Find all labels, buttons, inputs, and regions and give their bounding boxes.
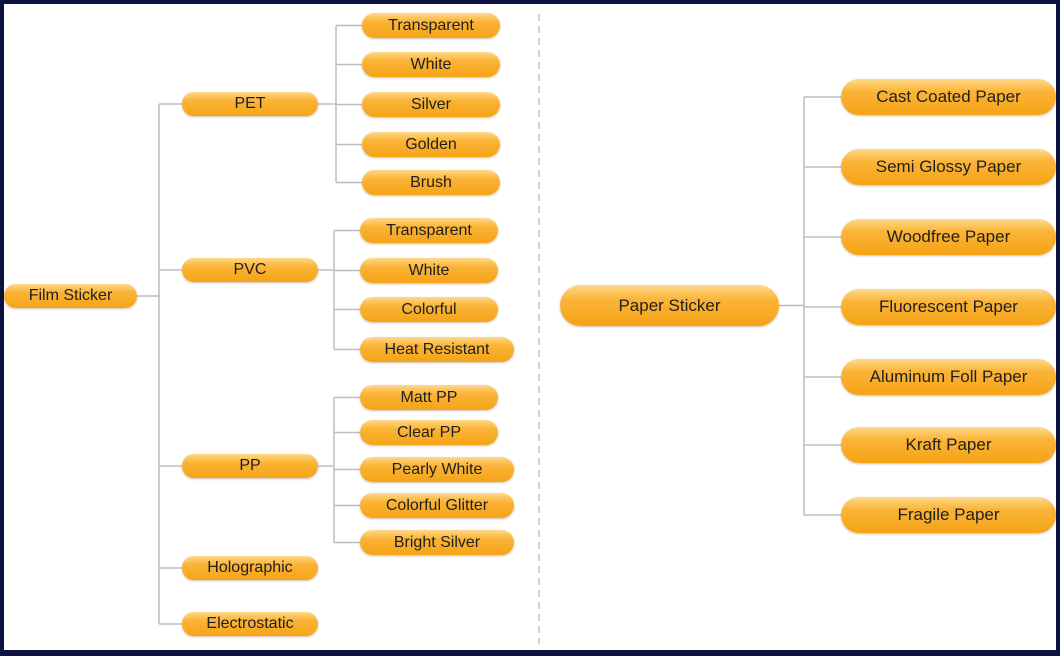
kraft-paper-node: Kraft Paper [841,427,1056,463]
electrostatic-node: Electrostatic [182,612,318,636]
pp-colorful-glitter-node: Colorful Glitter [360,493,514,518]
pp-node: PP [182,454,318,478]
woodfree-paper-node: Woodfree Paper [841,219,1056,255]
pvc-colorful-node: Colorful [360,297,498,322]
cast-coated-paper-node: Cast Coated Paper [841,79,1056,115]
pvc-transparent-node: Transparent [360,218,498,243]
pet-brush-node: Brush [362,170,500,195]
pvc-heat-resistant-node: Heat Resistant [360,337,514,362]
pp-bright-silver-node: Bright Silver [360,530,514,555]
fluorescent-paper-node: Fluorescent Paper [841,289,1056,325]
pet-transparent-node: Transparent [362,13,500,38]
pvc-node: PVC [182,258,318,282]
fragile-paper-node: Fragile Paper [841,497,1056,533]
paper-sticker-node: Paper Sticker [560,285,779,326]
pet-golden-node: Golden [362,132,500,157]
film-sticker-node: Film Sticker [4,284,137,308]
pp-matt-node: Matt PP [360,385,498,410]
pp-clear-node: Clear PP [360,420,498,445]
pet-white-node: White [362,52,500,77]
aluminum-foil-paper-node: Aluminum Foll Paper [841,359,1056,395]
pp-pearly-white-node: Pearly White [360,457,514,482]
semi-glossy-paper-node: Semi Glossy Paper [841,149,1056,185]
pvc-white-node: White [360,258,498,283]
diagram-canvas: Film Sticker PET Transparent White Silve… [4,4,1056,650]
holographic-node: Holographic [182,556,318,580]
pet-silver-node: Silver [362,92,500,117]
connector-lines [137,14,841,644]
pet-node: PET [182,92,318,116]
